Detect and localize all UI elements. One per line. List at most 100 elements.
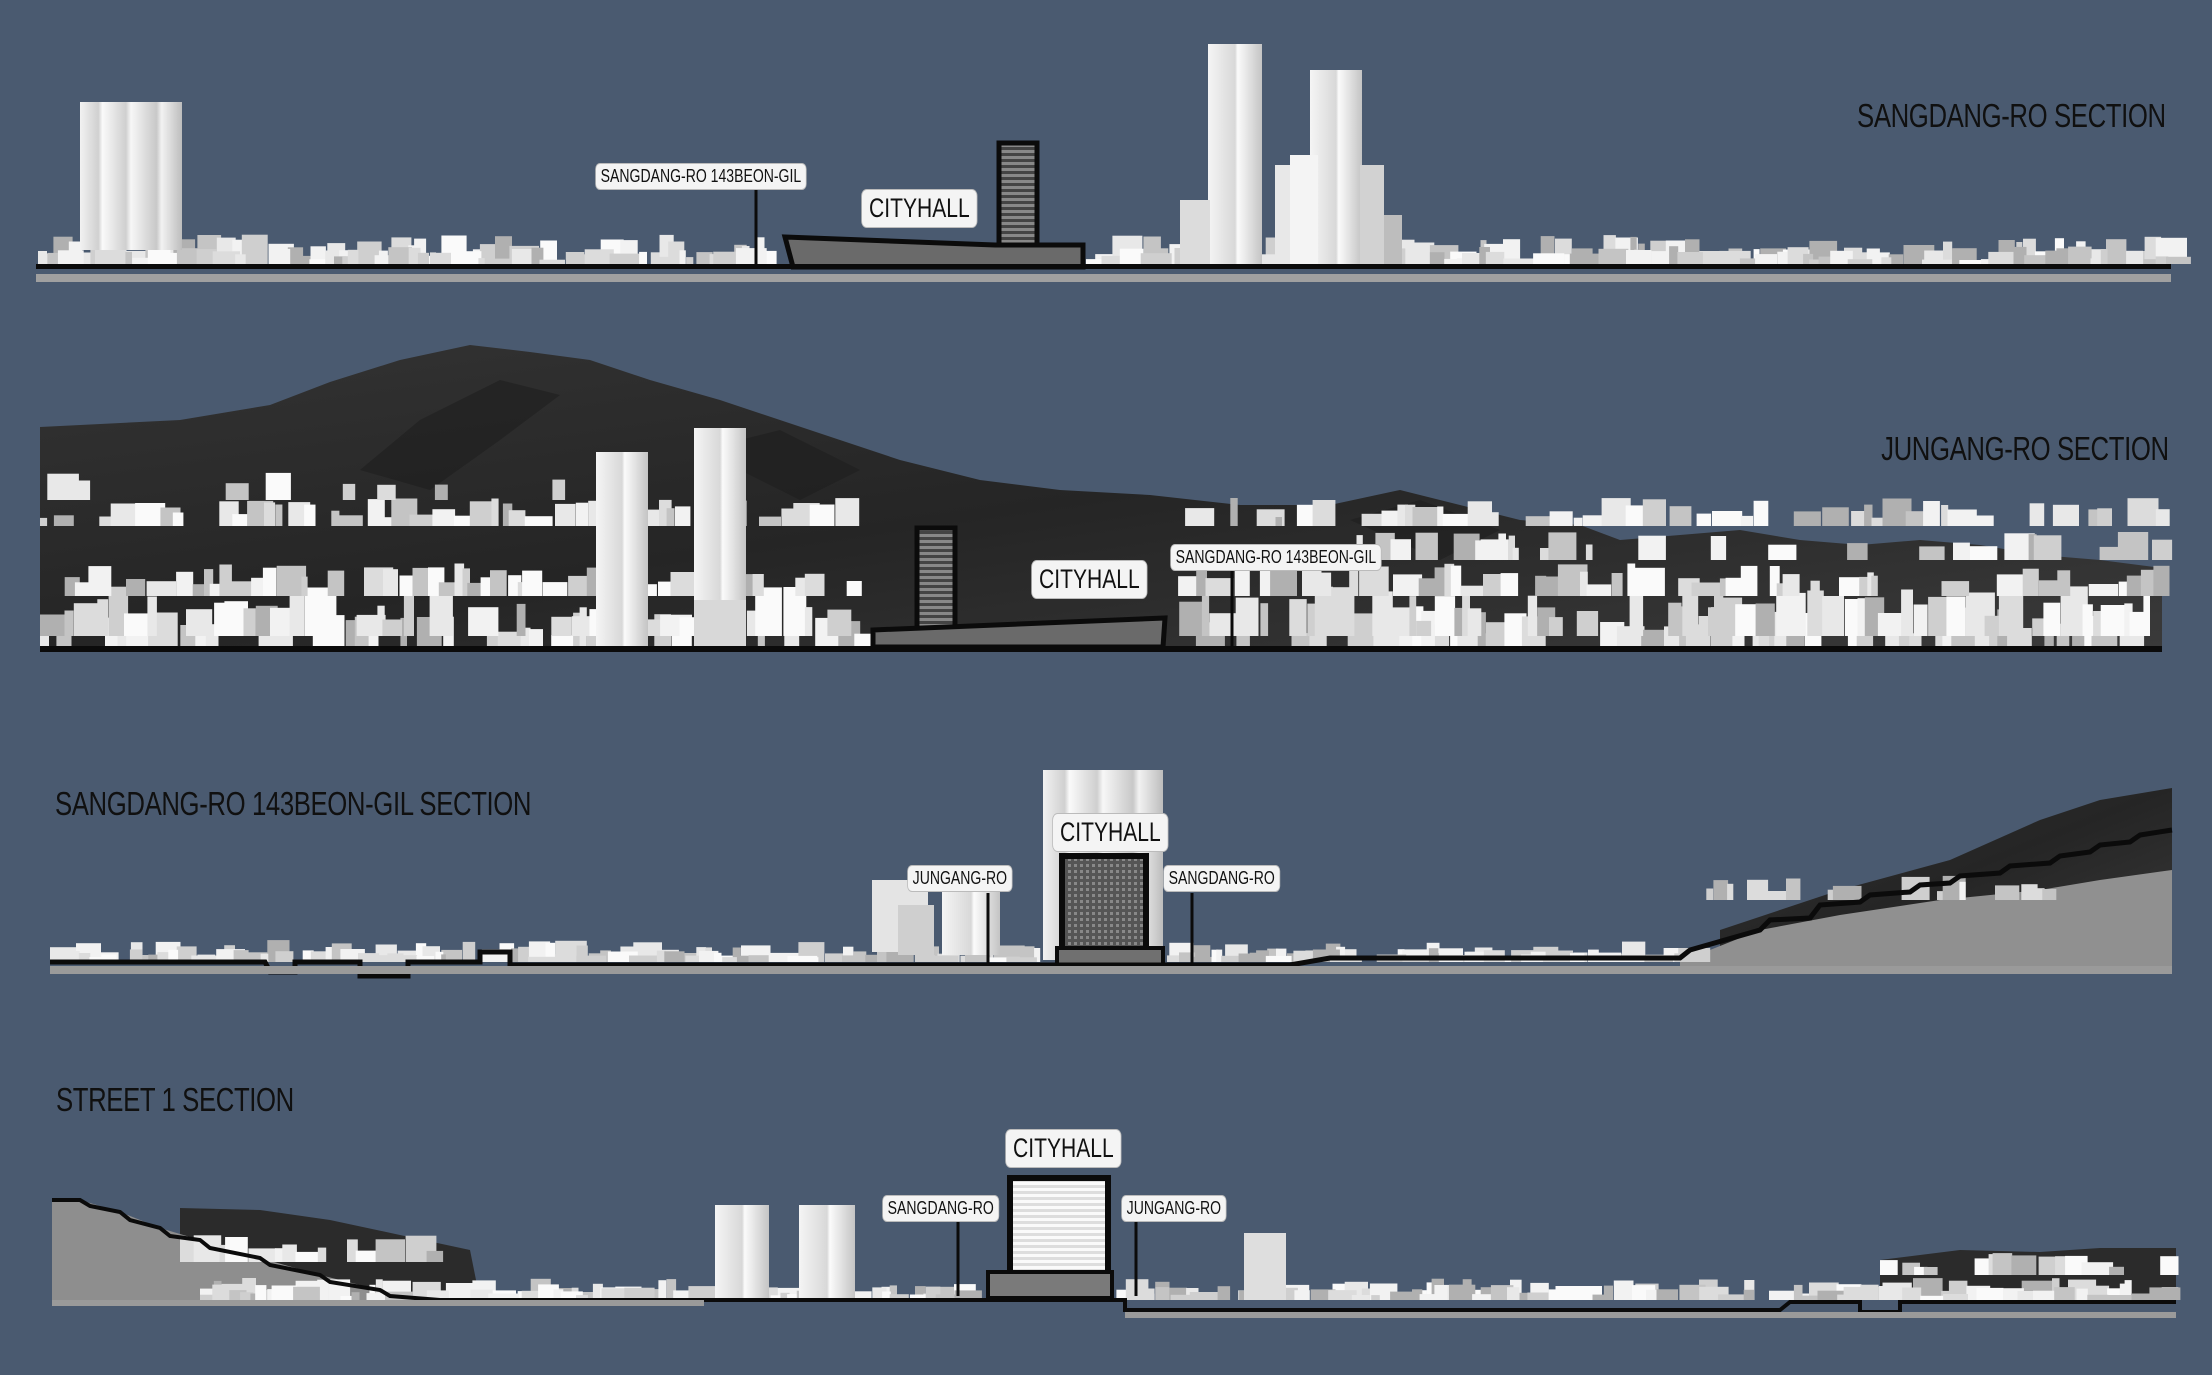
building <box>1627 563 1636 596</box>
building <box>1740 565 1758 596</box>
building <box>1372 591 1393 636</box>
building <box>1519 1292 1530 1300</box>
building <box>275 504 283 526</box>
building <box>1629 587 1644 636</box>
building <box>1512 547 1519 560</box>
building <box>1230 498 1238 526</box>
building <box>804 607 813 636</box>
building <box>2106 1295 2134 1300</box>
building <box>1483 574 1506 596</box>
building <box>1361 1288 1375 1300</box>
building <box>511 948 519 962</box>
building <box>2088 509 2099 526</box>
building <box>1611 573 1623 596</box>
building <box>2149 1287 2181 1300</box>
building <box>387 953 404 962</box>
building <box>1503 258 1534 264</box>
building <box>209 583 220 596</box>
building <box>1503 239 1521 264</box>
building <box>666 1279 677 1300</box>
building <box>1189 1292 1220 1300</box>
building <box>2081 1262 2114 1275</box>
building <box>235 254 246 264</box>
building <box>281 248 291 264</box>
tower <box>799 1205 855 1300</box>
building <box>1249 952 1258 962</box>
building <box>225 483 249 500</box>
building <box>1201 589 1210 636</box>
building <box>1758 629 1770 646</box>
building <box>495 236 512 264</box>
building <box>1426 1282 1434 1300</box>
building <box>172 512 184 526</box>
building <box>267 1289 274 1300</box>
building <box>1638 535 1666 560</box>
building <box>1603 1285 1613 1300</box>
building <box>490 570 507 596</box>
building <box>2127 498 2159 526</box>
tower <box>942 885 1000 955</box>
building <box>1782 574 1800 596</box>
building <box>317 1279 329 1300</box>
building <box>781 508 796 526</box>
building <box>1847 543 1868 560</box>
building <box>1832 885 1862 900</box>
building <box>382 619 402 636</box>
building <box>2082 604 2093 636</box>
building <box>1946 596 1966 636</box>
street-label: SANGDANG-RO <box>883 1196 999 1221</box>
building <box>522 570 543 596</box>
cityhall-base <box>986 1270 1114 1300</box>
building <box>842 955 859 962</box>
building <box>125 251 132 264</box>
building <box>451 251 482 264</box>
building <box>132 257 154 264</box>
building <box>1462 587 1470 636</box>
building <box>73 603 98 636</box>
building <box>75 480 91 500</box>
building <box>1085 259 1108 264</box>
building <box>334 256 347 264</box>
building <box>2024 255 2050 264</box>
building <box>1802 1295 1827 1300</box>
building <box>1525 516 1558 526</box>
building <box>2057 570 2071 596</box>
building <box>99 516 112 526</box>
building <box>276 565 307 596</box>
ground-strip <box>50 966 2172 974</box>
building <box>1483 512 1499 526</box>
building <box>289 587 305 636</box>
building <box>1415 532 1438 560</box>
building <box>124 613 152 636</box>
building <box>1920 1295 1945 1300</box>
building <box>2068 246 2092 264</box>
building <box>432 509 456 526</box>
building <box>524 516 553 526</box>
building <box>110 503 139 526</box>
building <box>1238 953 1257 962</box>
section-title-sangdang: SANGDANG-RO SECTION <box>1857 97 2166 134</box>
building <box>331 510 340 526</box>
building <box>1582 515 1613 526</box>
building <box>1390 1291 1415 1300</box>
building <box>1371 1295 1380 1300</box>
building <box>325 947 334 962</box>
jungang-ro-section <box>40 345 2173 652</box>
building <box>2033 535 2062 560</box>
building <box>304 504 316 526</box>
building <box>1769 1290 1796 1300</box>
building <box>2038 1256 2056 1275</box>
building <box>787 1294 802 1300</box>
building <box>1613 1280 1634 1300</box>
building <box>1714 587 1724 636</box>
ground-strip <box>1125 1312 2176 1318</box>
building <box>811 957 819 962</box>
building <box>1668 602 1682 636</box>
building <box>214 602 227 636</box>
building <box>469 501 495 526</box>
building <box>1193 956 1222 962</box>
building <box>2143 259 2158 264</box>
section-title-street1: STREET 1 SECTION <box>56 1081 294 1118</box>
building <box>408 247 421 264</box>
ground-line <box>36 264 2171 269</box>
